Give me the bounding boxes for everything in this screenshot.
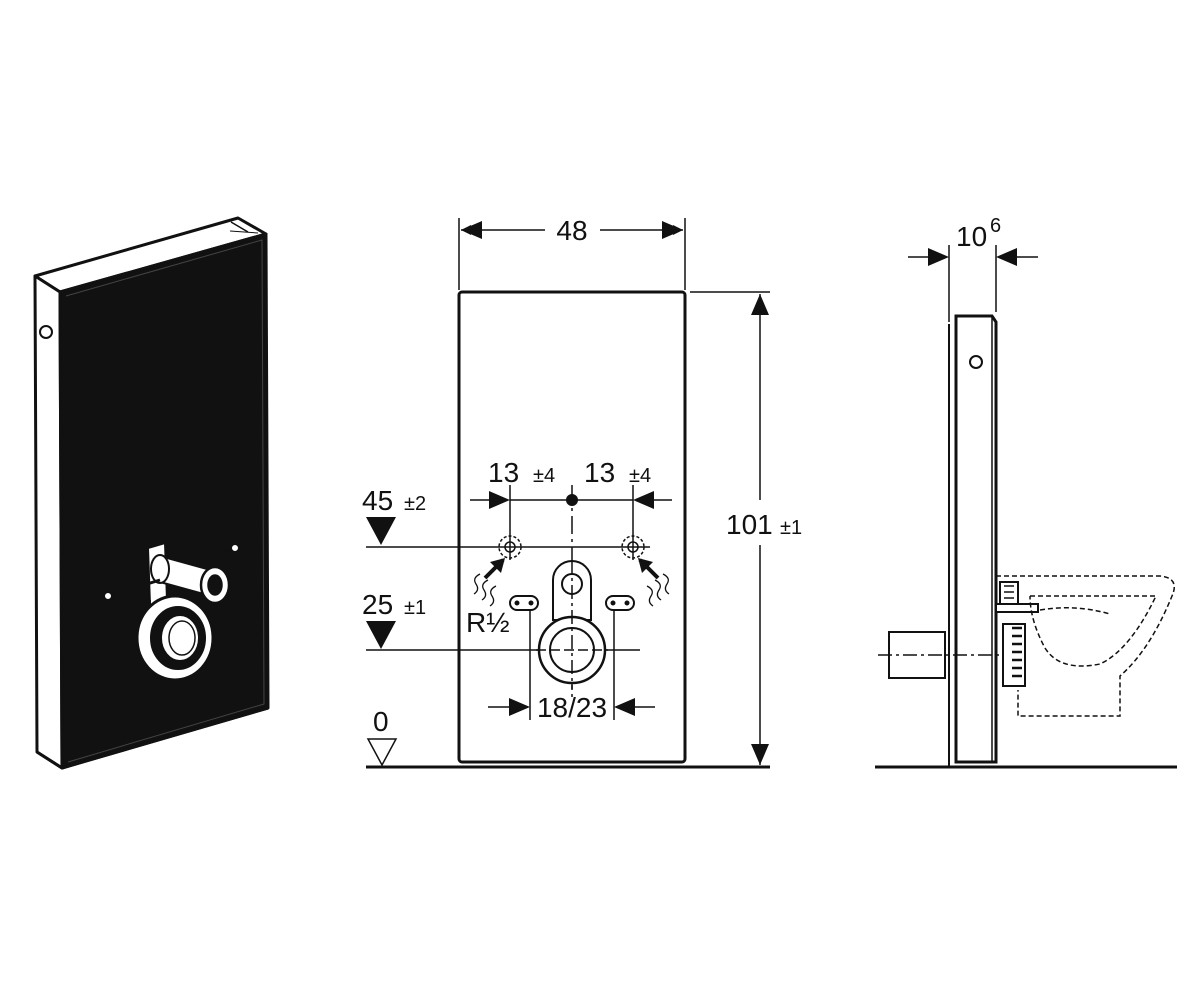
mounting-slot-left-icon: [509, 595, 539, 611]
side-view-hole-icon: [969, 355, 983, 369]
level-25-value: 25: [362, 589, 393, 620]
side-view: [875, 245, 1177, 769]
right-offset-value: 13: [584, 457, 615, 488]
level-25-tolerance: ±1: [404, 597, 426, 619]
isometric-view: [33, 216, 270, 770]
hot-water-arrow-right-icon: [638, 558, 670, 607]
level-45-value: 45: [362, 485, 393, 516]
width-label: 48: [556, 215, 587, 246]
hot-water-arrow-left-icon: [473, 558, 505, 607]
mounting-slot-right-icon: [605, 595, 635, 611]
front-view: [366, 218, 770, 769]
water-inlet-right-icon: [621, 535, 645, 559]
water-inlet-left-icon: [498, 535, 522, 559]
left-offset-tolerance: ±4: [533, 465, 555, 487]
left-offset-value: 13: [488, 457, 519, 488]
right-offset-tolerance: ±4: [629, 465, 651, 487]
side-hole-icon: [39, 325, 53, 339]
height-tolerance: ±1: [780, 517, 802, 539]
depth-superscript: 6: [990, 215, 1001, 237]
flush-pipe-outlet-icon: [536, 560, 608, 690]
height-value: 101: [726, 509, 773, 540]
spacing-label: 18/23: [537, 692, 607, 723]
floor-level-label: 0: [373, 706, 389, 737]
toilet-bowl-dashed-icon: [996, 575, 1175, 717]
thread-label: R½: [466, 607, 510, 638]
depth-value: 10: [956, 221, 987, 252]
outlet-connector-icon: [1002, 623, 1026, 687]
level-45-tolerance: ±2: [404, 493, 426, 515]
inlet-fitting-icon: [995, 581, 1039, 613]
pipe-bracket-icon: [103, 542, 240, 682]
